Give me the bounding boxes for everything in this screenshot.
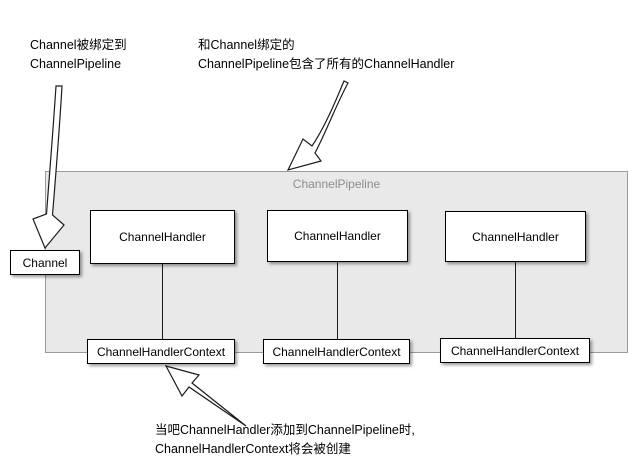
annotation-line: ChannelPipeline包含了所有的ChannelHandler (198, 57, 455, 71)
channel-handler-context-label: ChannelHandlerContext (450, 343, 580, 358)
annotation-line: 和Channel绑定的 (198, 38, 295, 52)
channel-handler-context-box-1: ChannelHandlerContext (87, 339, 235, 364)
annotation-line: Channel被绑定到 (30, 38, 127, 52)
annotation-line: ChannelHandlerContext将会被创建 (155, 442, 351, 456)
channel-handler-box-3: ChannelHandler (445, 211, 586, 262)
annotation-line: 当吧ChannelHandler添加到ChannelPipeline时, (155, 423, 415, 437)
channel-handler-label: ChannelHandler (472, 229, 559, 244)
annotation-pipeline-contains: 和Channel绑定的 ChannelPipeline包含了所有的Channel… (198, 36, 454, 74)
annotation-channel-binding: Channel被绑定到 ChannelPipeline (30, 36, 127, 74)
annotation-context-creation: 当吧ChannelHandler添加到ChannelPipeline时, Cha… (155, 421, 415, 459)
hollow-arrow-up-left-icon (164, 365, 247, 427)
channel-handler-context-box-3: ChannelHandlerContext (440, 338, 590, 363)
channel-handler-label: ChannelHandler (119, 230, 206, 244)
annotation-line: ChannelPipeline (30, 57, 122, 71)
channel-handler-box-1: ChannelHandler (90, 210, 235, 264)
channel-label: Channel (22, 255, 68, 270)
channel-box: Channel (10, 250, 80, 275)
channel-handler-context-box-2: ChannelHandlerContext (263, 339, 410, 364)
channel-handler-context-label: ChannelHandlerContext (96, 344, 226, 359)
pipeline-label: ChannelPipeline (292, 177, 381, 191)
channel-handler-box-2: ChannelHandler (267, 210, 408, 262)
channel-handler-context-label: ChannelHandlerContext (272, 344, 401, 359)
channel-handler-label: ChannelHandler (294, 229, 381, 243)
hollow-arrow-down-left-icon (286, 80, 349, 171)
